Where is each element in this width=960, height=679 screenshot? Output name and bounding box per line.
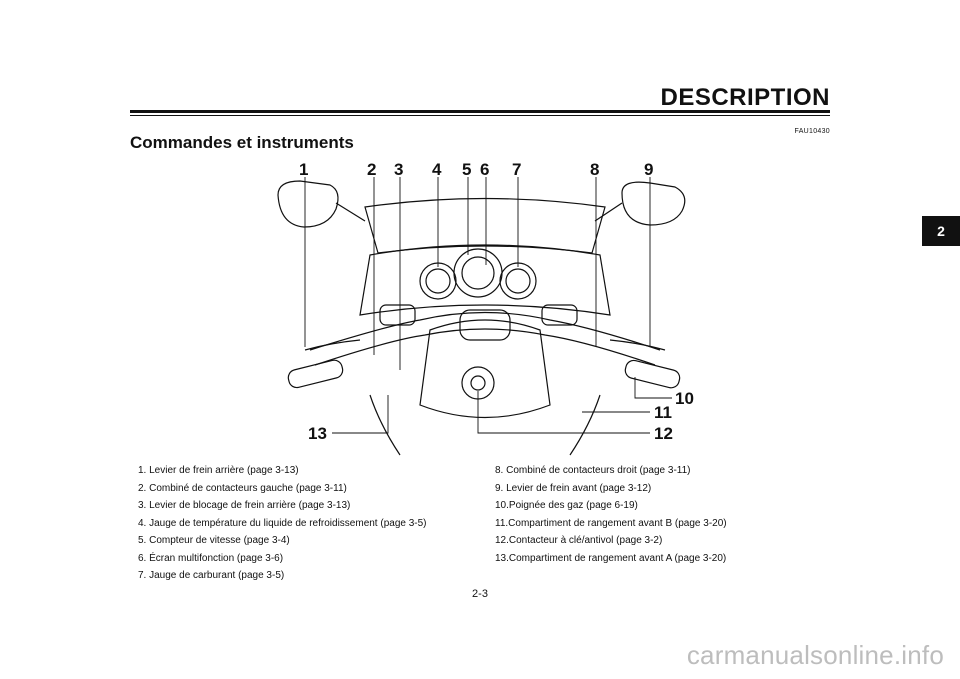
center-console — [419, 319, 551, 419]
legend-right: 8. Combiné de contacteurs droit (page 3-… — [495, 462, 727, 567]
legend-item: 1. Levier de frein arrière (page 3-13) — [138, 465, 299, 476]
temperature-gauge — [419, 262, 457, 300]
windscreen — [364, 197, 606, 254]
front-brake-lever — [609, 339, 666, 351]
callout-3: 3 — [394, 160, 403, 179]
legend-item: 10.Poignée des gaz (page 6-19) — [495, 500, 638, 511]
legend-item: 2. Combiné de contacteurs gauche (page 3… — [138, 482, 347, 494]
callout-5: 5 — [462, 160, 471, 179]
callout-11: 11 — [654, 403, 672, 422]
reference-code: FAU10430 — [794, 128, 830, 135]
left-mirror — [277, 180, 339, 228]
header-rule-thick — [130, 110, 830, 113]
callout-9: 9 — [644, 160, 653, 179]
right-grip — [624, 359, 681, 389]
legend-item: 3. Levier de blocage de frein arrière (p… — [138, 500, 351, 511]
legend-item: 13.Compartiment de rangement avant A (pa… — [495, 552, 727, 564]
legend-item: 6. Écran multifonction (page 3-6) — [138, 552, 284, 564]
handlebar — [309, 311, 661, 351]
legend-item: 4. Jauge de température du liquide de re… — [138, 517, 427, 529]
header-title: DESCRIPTION — [660, 84, 830, 111]
rear-brake-lever — [304, 339, 361, 351]
callout-4: 4 — [432, 160, 442, 179]
handlebar-figure: 1 2 3 4 5 6 7 8 9 10 11 12 13 — [270, 155, 700, 460]
callout-6: 6 — [480, 160, 489, 179]
page-number: 2-3 — [472, 588, 488, 600]
legend-item: 7. Jauge de carburant (page 3-5) — [138, 570, 285, 581]
speedometer — [453, 248, 503, 298]
section-title: Commandes et instruments — [130, 133, 354, 152]
right-mirror — [621, 181, 686, 226]
callout-8: 8 — [590, 160, 599, 179]
legend-left: 1. Levier de frein arrière (page 3-13) 2… — [138, 462, 427, 585]
chapter-tab[interactable]: 2 — [922, 216, 960, 246]
header-rule-thin — [130, 115, 830, 116]
handlebar-illustration: 1 2 3 4 5 6 7 8 9 10 11 12 13 — [277, 160, 694, 456]
legend-item: 11.Compartiment de rangement avant B (pa… — [495, 517, 727, 529]
callout-2: 2 — [367, 160, 376, 179]
legend-item: 12.Contacteur à clé/antivol (page 3-2) — [495, 535, 663, 546]
callout-13: 13 — [308, 424, 327, 443]
callout-12: 12 — [654, 424, 673, 443]
legend-item: 9. Levier de frein avant (page 3-12) — [495, 482, 652, 494]
callout-7: 7 — [512, 160, 521, 179]
legend-item: 5. Compteur de vitesse (page 3-4) — [138, 535, 290, 546]
callout-10: 10 — [675, 389, 694, 408]
legend-item: 8. Combiné de contacteurs droit (page 3-… — [495, 465, 691, 476]
watermark: carmanualsonline.info — [686, 640, 944, 670]
left-grip — [287, 359, 344, 389]
cockpit-fairing — [359, 244, 611, 316]
callout-1: 1 — [299, 160, 308, 179]
